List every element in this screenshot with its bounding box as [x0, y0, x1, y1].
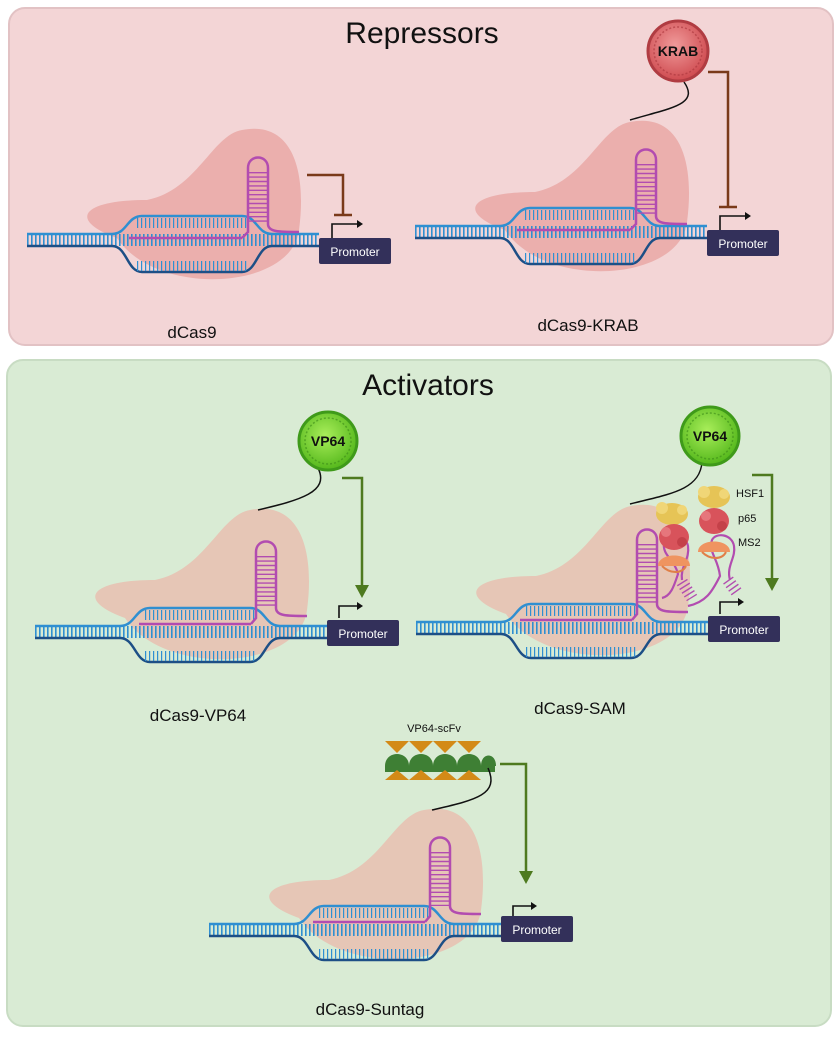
- caption-dcas9-suntag: dCas9-Suntag: [316, 1000, 425, 1019]
- ms2-domain: [658, 555, 690, 566]
- promoter-label: Promoter: [719, 623, 768, 637]
- construct-dcas9-suntag: Promoter: [209, 808, 573, 962]
- tss-arrow: [338, 605, 357, 618]
- vp64-label: VP64: [311, 433, 345, 449]
- activators-title: Activators: [362, 369, 494, 402]
- construct-dcas9-sam: Promoter: [416, 504, 780, 660]
- guide-rna: [520, 528, 743, 622]
- ms2-domain: [698, 541, 730, 552]
- suntag-linker: [431, 767, 492, 811]
- promoter-label: Promoter: [512, 923, 561, 937]
- dna-duplex: [209, 904, 501, 962]
- repressors-title: Repressors: [345, 17, 498, 50]
- ms2-label: MS2: [738, 537, 761, 549]
- vp64-domain: [297, 410, 359, 472]
- caption-dcas9-vp64: dCas9-VP64: [150, 706, 246, 725]
- activation-arrow: [752, 473, 774, 583]
- repression-arrow: [307, 173, 345, 215]
- promoter-box: [708, 616, 780, 642]
- tss-arrow: [719, 601, 738, 614]
- vp64-label: VP64: [693, 428, 727, 444]
- dcas9-protein-blob: [95, 508, 310, 660]
- guide-rna: [517, 148, 688, 232]
- guide-rna: [139, 540, 308, 626]
- guide-rna: [129, 156, 300, 240]
- tss-arrow: [512, 905, 531, 918]
- repression-arrow: [708, 70, 730, 207]
- vp64-linker: [257, 467, 322, 511]
- promoter-label: Promoter: [330, 245, 379, 259]
- krab-linker: [629, 81, 690, 121]
- p65-label: p65: [738, 513, 756, 525]
- vp64-scfv-label: VP64-scFv: [407, 723, 461, 735]
- krab-label: KRAB: [658, 43, 698, 59]
- vp64-domain: [679, 405, 741, 467]
- dna-duplex: [35, 606, 327, 664]
- tss-arrow: [331, 223, 357, 238]
- sam-stack-left: [656, 502, 690, 573]
- activation-arrow: [500, 762, 528, 876]
- sam-stack-right: [698, 486, 730, 559]
- promoter-box: [501, 916, 573, 942]
- vp64-scfv-array: [385, 741, 496, 780]
- promoter-label: Promoter: [338, 627, 387, 641]
- promoter-box: [707, 230, 779, 256]
- caption-dcas9-krab: dCas9-KRAB: [537, 316, 638, 335]
- hsf1-label: HSF1: [736, 488, 764, 500]
- promoter-box: [327, 620, 399, 646]
- krab-domain: [646, 19, 710, 83]
- construct-dcas9: Promoter: [27, 128, 391, 280]
- vp64-linker: [629, 461, 703, 505]
- caption-dcas9: dCas9: [167, 323, 216, 342]
- construct-dcas9-vp64: Promoter: [35, 508, 399, 664]
- promoter-label: Promoter: [718, 237, 767, 251]
- construct-dcas9-krab: Promoter: [415, 120, 779, 272]
- repressors-panel: [8, 7, 834, 346]
- tss-arrow: [719, 215, 745, 230]
- dna-duplex: [415, 206, 707, 266]
- dna-duplex: [416, 602, 708, 660]
- guide-rna: [313, 836, 482, 924]
- dna-duplex: [27, 214, 319, 274]
- promoter-box: [319, 238, 391, 264]
- caption-dcas9-sam: dCas9-SAM: [534, 699, 626, 718]
- activation-arrow: [342, 476, 364, 590]
